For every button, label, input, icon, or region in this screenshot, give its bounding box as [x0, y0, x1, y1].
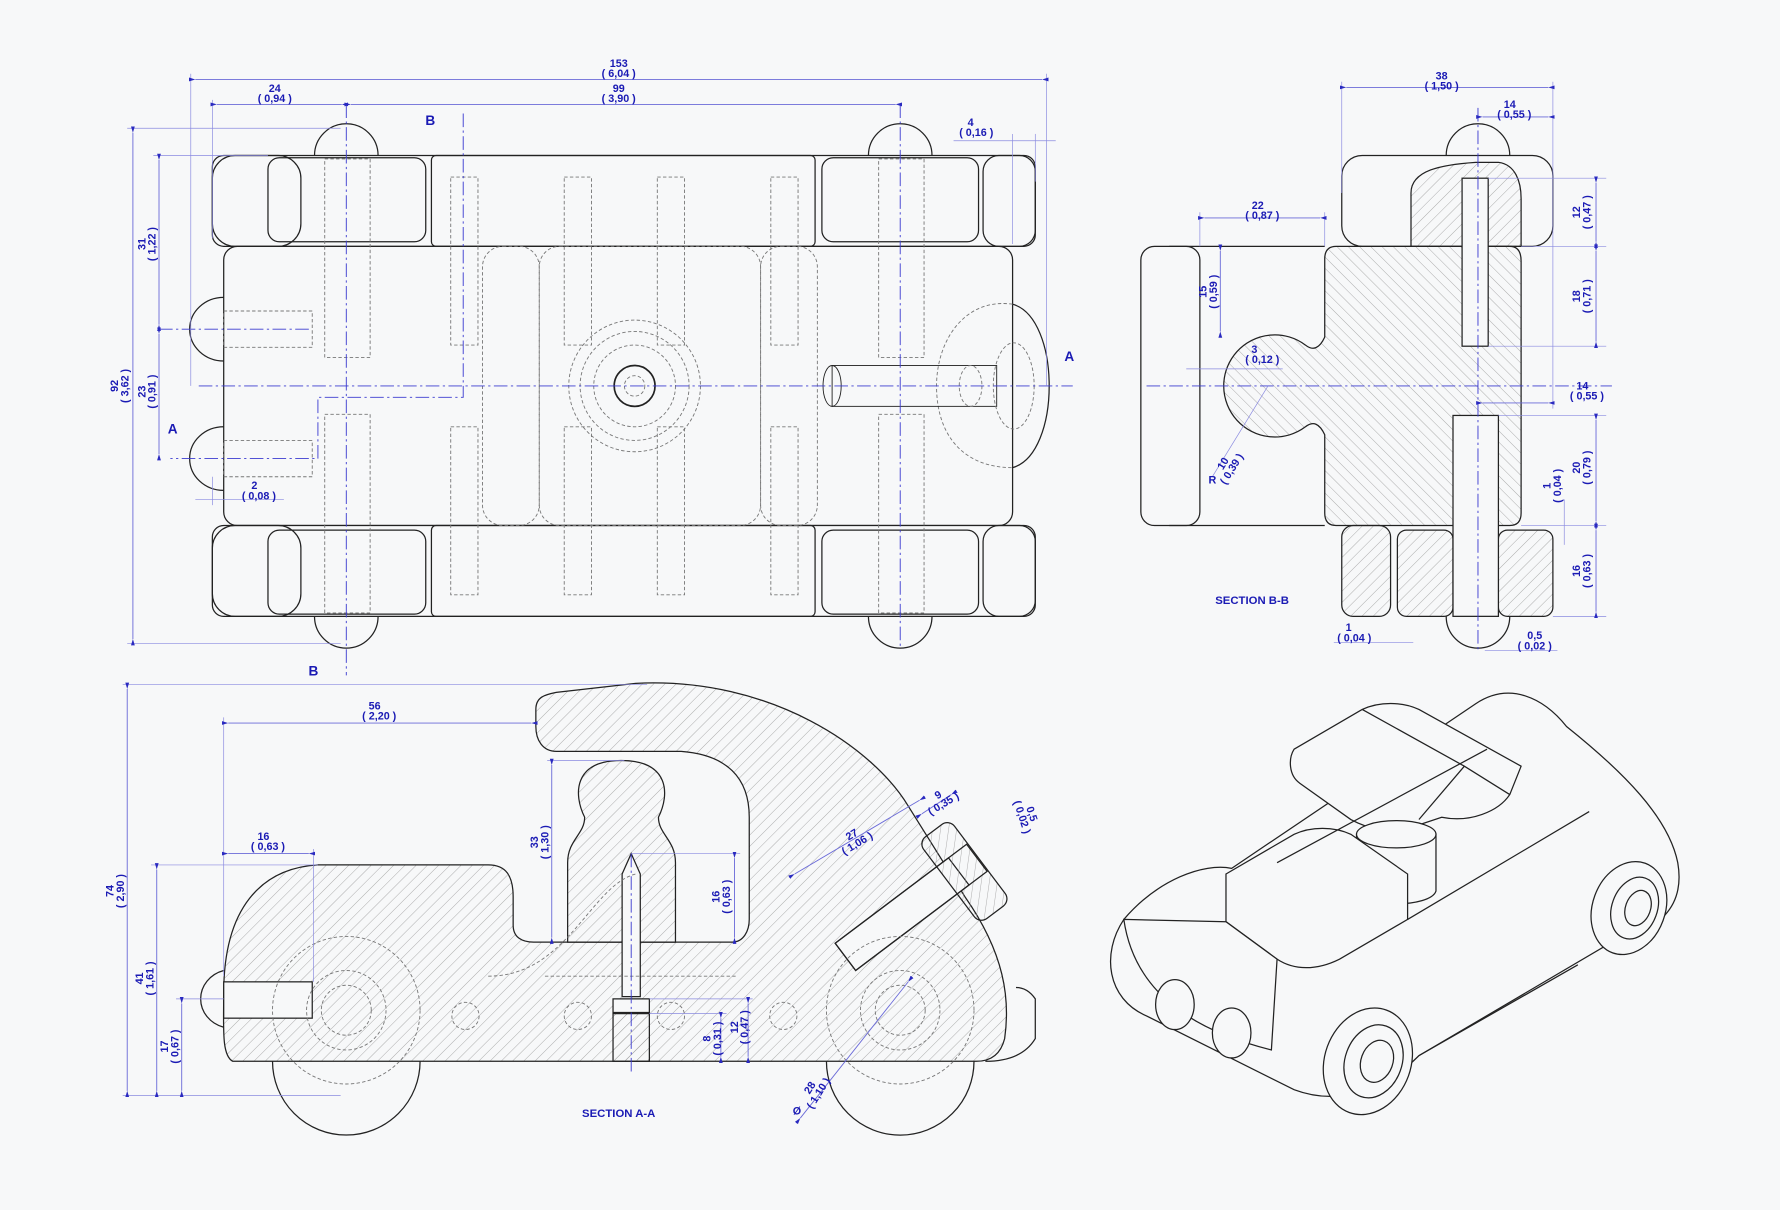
- dim-bb-washer-in: ( 0,04 ): [1552, 468, 1564, 503]
- dim-bb-hole-top-in: ( 0,71 ): [1581, 279, 1593, 314]
- cut-plane-a-label-left: A: [168, 422, 178, 437]
- dim-bb-wheel-gap-in: ( 0,04 ): [1337, 632, 1372, 644]
- dim-front-axle-in: ( 0,94 ): [258, 93, 293, 105]
- bb-axle-pin-top: [1461, 177, 1489, 347]
- dim-bb-hole-bottom-in: ( 0,79 ): [1581, 450, 1593, 485]
- dim-bb-head-gap: 3: [1251, 344, 1257, 356]
- dim-aa-headlight-thick: 9: [933, 789, 944, 802]
- dim-wheelbase-in: ( 3,90 ): [602, 93, 637, 105]
- dim-aa-headlight-gap: 0,5: [1023, 805, 1039, 823]
- dim-aa-height-in: ( 2,90 ): [115, 874, 127, 909]
- aa-headlight: [834, 822, 1008, 972]
- dim-bb-neck: 15: [1198, 286, 1210, 298]
- bb-body-section: [1223, 245, 1522, 527]
- dim-bb-width: 38: [1436, 70, 1448, 82]
- dim-aa-height: 74: [105, 885, 117, 897]
- dim-bb-head-gap-in: ( 0,12 ): [1245, 354, 1280, 366]
- bottom-rail: [211, 524, 1036, 617]
- dim-aa-axle-height: 17: [159, 1041, 171, 1053]
- dim-bb-seat-offset-in: ( 0,87 ): [1245, 210, 1280, 222]
- section-aa-title: SECTION A-A: [582, 1108, 655, 1120]
- cut-plane-b-label-bottom: B: [308, 663, 318, 678]
- dim-overall-width: 92: [109, 380, 121, 392]
- dim-aa-roof: 56: [369, 700, 381, 712]
- dim-bb-wheel-width: 16: [1571, 565, 1583, 577]
- cut-plane-a-label-right: A: [1064, 349, 1074, 364]
- section-aa-view: 74( 2,90 ) 56 ( 2,20 ) 16 ( 0,63 ) 41( 1…: [105, 682, 1039, 1136]
- dim-bump-offset-in: ( 1,22 ): [147, 227, 159, 262]
- dim-bb-pin-clearance-in: ( 0,02 ): [1518, 640, 1553, 652]
- dim-aa-screw: 16: [711, 891, 723, 903]
- dim-bb-axle-bottom: 14: [1576, 380, 1588, 392]
- top-rail: [211, 154, 1036, 247]
- dim-bb-head-radius: 10: [1215, 456, 1232, 473]
- dim-bb-axle-bottom-in: ( 0,55 ): [1570, 391, 1605, 403]
- dim-aa-wheel-diameter: 28: [802, 1080, 819, 1097]
- diameter-prefix: Ø: [793, 1106, 801, 1118]
- dim-aa-body-height: 41: [134, 972, 146, 984]
- dim-bb-washer: 1: [1542, 483, 1554, 489]
- dim-aa-roof-in: ( 2,20 ): [362, 711, 397, 723]
- radius-prefix: R: [1208, 475, 1216, 487]
- isometric-view: [1110, 692, 1680, 1116]
- dim-bumper-overhang: 4: [968, 117, 974, 129]
- dim-bump-protrusion: 2: [251, 480, 257, 492]
- dim-overall-length-in: ( 6,04 ): [602, 68, 637, 80]
- cut-plane-b-label-top: B: [425, 113, 435, 128]
- dim-aa-axle-height-in: ( 0,67 ): [169, 1029, 181, 1064]
- dim-aa-screw-in: ( 0,63 ): [721, 879, 733, 914]
- iso-headlight-right: [1211, 1007, 1252, 1059]
- dim-bb-axle-top: 14: [1504, 99, 1516, 111]
- dim-overall-length: 153: [610, 58, 628, 70]
- dim-bb-pin-clearance: 0,5: [1527, 630, 1542, 642]
- dim-bb-seat-offset: 22: [1252, 200, 1264, 212]
- dim-bb-axle-top-in: ( 0,55 ): [1497, 109, 1532, 121]
- dim-aa-screw-low: 8: [702, 1036, 714, 1042]
- dim-bb-neck-in: ( 0,59 ): [1208, 274, 1220, 309]
- dim-aa-screw-high-in: ( 0,47 ): [739, 1010, 751, 1045]
- dim-bb-wheel-gap: 1: [1346, 622, 1352, 634]
- iso-roof: [1289, 702, 1522, 832]
- dim-bumper-overhang-in: ( 0,16 ): [959, 127, 994, 139]
- dimensions-section-aa: 74( 2,90 ) 56 ( 2,20 ) 16 ( 0,63 ) 41( 1…: [105, 682, 1039, 1125]
- dim-bb-hole-bottom: 20: [1571, 462, 1583, 474]
- dim-bump-spacing: 23: [136, 386, 148, 398]
- dim-aa-body-height-in: ( 1,61 ): [144, 961, 156, 996]
- dim-bb-width-in: ( 1,50 ): [1425, 81, 1460, 93]
- dim-bb-pin-depth-in: ( 0,47 ): [1581, 195, 1593, 230]
- dim-aa-headlight-thick-in: ( 0,35 ): [926, 790, 962, 818]
- dim-bb-hole-top: 18: [1571, 290, 1583, 302]
- iso-wheel-rear: [1590, 860, 1668, 956]
- dim-bump-offset: 31: [136, 238, 148, 250]
- iso-wheel-front: [1322, 1007, 1414, 1116]
- dim-bump-spacing-in: ( 0,91 ): [147, 374, 159, 409]
- dimensions-top-view: 153 ( 6,04 ) 24 ( 0,94 ) 99 ( 3,90 ) 4 (…: [109, 58, 1056, 646]
- dim-aa-headlight-hole: 27: [844, 827, 860, 843]
- dim-overall-width-in: ( 3,62 ): [119, 368, 131, 403]
- bb-axle-pin-bottom: [1452, 414, 1500, 617]
- dim-front-axle: 24: [269, 83, 281, 95]
- section-bb-title: SECTION B-B: [1215, 595, 1289, 607]
- dim-aa-figure: 33: [529, 836, 541, 848]
- dim-bb-pin-depth: 12: [1571, 206, 1583, 218]
- iso-front-hood: [1225, 827, 1409, 969]
- top-view: B B A A 153 ( 6,04 ) 24 ( 0,94 ) 99 ( 3,…: [109, 58, 1074, 678]
- dim-aa-screw-high: 12: [729, 1021, 741, 1033]
- dim-aa-bump-hole: 16: [257, 831, 269, 843]
- dim-bb-wheel-width-in: ( 0,63 ): [1581, 553, 1593, 588]
- dim-aa-figure-in: ( 1,30 ): [539, 825, 551, 860]
- dim-aa-bump-hole-in: ( 0,63 ): [251, 841, 286, 853]
- iso-headlight-left: [1154, 978, 1195, 1031]
- dim-aa-screw-low-in: ( 0,31 ): [712, 1021, 724, 1056]
- dim-bump-protrusion-in: ( 0,08 ): [242, 490, 277, 502]
- dim-wheelbase: 99: [613, 83, 625, 95]
- section-bb-view: 38 ( 1,50 ) 14 ( 0,55 ) 22 ( 0,87 ) 12( …: [1140, 70, 1612, 653]
